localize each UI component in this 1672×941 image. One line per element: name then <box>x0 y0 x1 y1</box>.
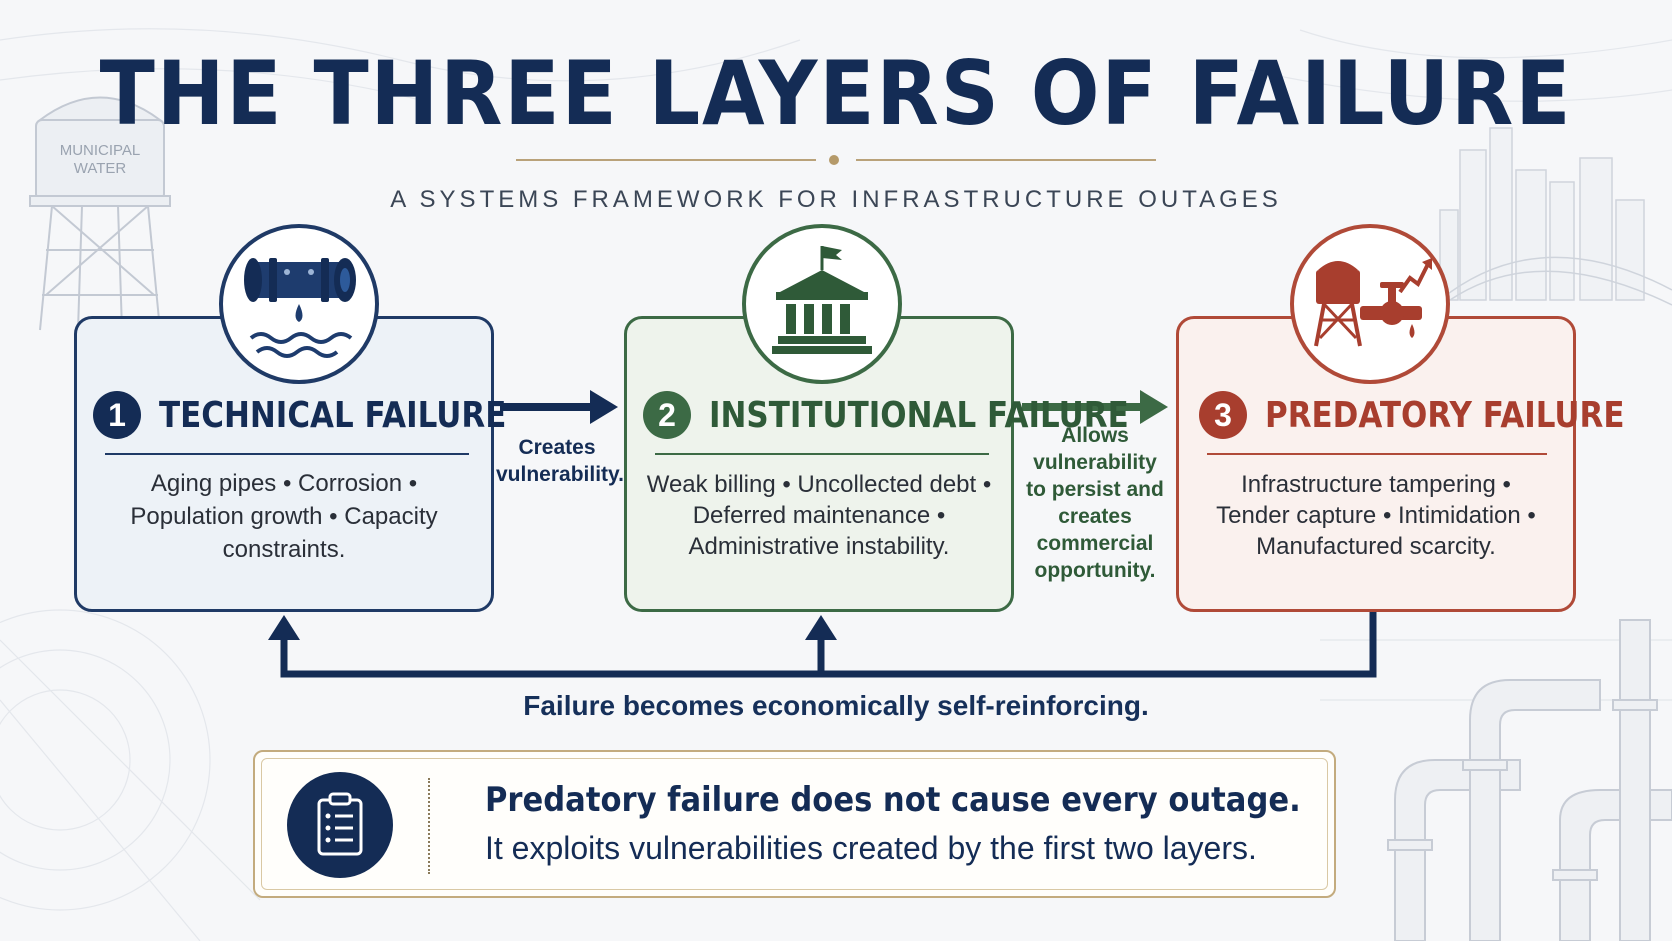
layer-title: INSTITUTIONAL FAILURE <box>709 394 1129 436</box>
arrow-1-to-2 <box>500 390 618 424</box>
layer-number-badge: 3 <box>1199 391 1247 439</box>
feedback-arrowhead-2 <box>805 615 837 640</box>
feedback-label: Failure becomes economically self-reinfo… <box>523 690 1149 721</box>
layer-items: Infrastructure tampering • Tender captur… <box>1216 471 1536 560</box>
connector-label-1: Creates vulnerability. <box>496 436 624 486</box>
skyline-drawing <box>1439 127 1672 306</box>
tower-label-1: MUNICIPAL <box>60 142 141 159</box>
layer-divider <box>655 453 989 455</box>
note-text: It exploits vulnerabilities created by t… <box>485 830 1257 866</box>
flow-arrows <box>500 390 1168 424</box>
connector-label-2: Allows vulnerability to persist and crea… <box>1026 424 1164 582</box>
arrow-2-to-3 <box>1022 390 1168 424</box>
layer-header: 1 TECHNICAL FAILURE <box>93 391 563 439</box>
layer-title: PREDATORY FAILURE <box>1265 394 1625 436</box>
page-subtitle: A SYSTEMS FRAMEWORK FOR INFRASTRUCTURE O… <box>390 186 1282 213</box>
clipboard-icon <box>287 772 393 878</box>
pipes-drawing <box>1387 619 1672 941</box>
title-divider-dot <box>829 155 839 165</box>
feedback-arrowhead-1 <box>268 615 300 640</box>
layer-divider <box>105 453 469 455</box>
layer-card-predatory: 3 PREDATORY FAILURE Infrastructure tampe… <box>1176 316 1625 612</box>
layer-number-badge: 2 <box>643 391 691 439</box>
page-title: THE THREE LAYERS OF FAILURE <box>99 42 1573 145</box>
note-inner-border <box>261 758 1328 890</box>
pipe-leak-icon <box>219 224 379 384</box>
note-separator <box>428 778 430 874</box>
feedback-loop <box>280 612 1377 678</box>
title-divider-right <box>856 159 1156 161</box>
layer-divider <box>1207 453 1547 455</box>
water-tower-valve-icon <box>1290 224 1450 384</box>
government-building-icon <box>742 224 902 384</box>
layer-header: 3 PREDATORY FAILURE <box>1199 391 1672 439</box>
layer-items: Weak billing • Uncollected debt • Deferr… <box>646 471 992 560</box>
note-headline: Predatory failure does not cause every o… <box>485 780 1301 820</box>
layer-number-badge: 1 <box>93 391 141 439</box>
tower-label-2: WATER <box>74 160 127 177</box>
layer-items: Aging pipes • Corrosion • Population gro… <box>130 470 438 563</box>
layer-header: 2 INSTITUTIONAL FAILURE <box>643 391 1197 439</box>
key-insight-box: Predatory failure does not cause every o… <box>253 750 1336 898</box>
layer-title: TECHNICAL FAILURE <box>159 394 507 436</box>
title-divider-left <box>516 159 816 161</box>
water-tower-drawing <box>29 96 171 331</box>
